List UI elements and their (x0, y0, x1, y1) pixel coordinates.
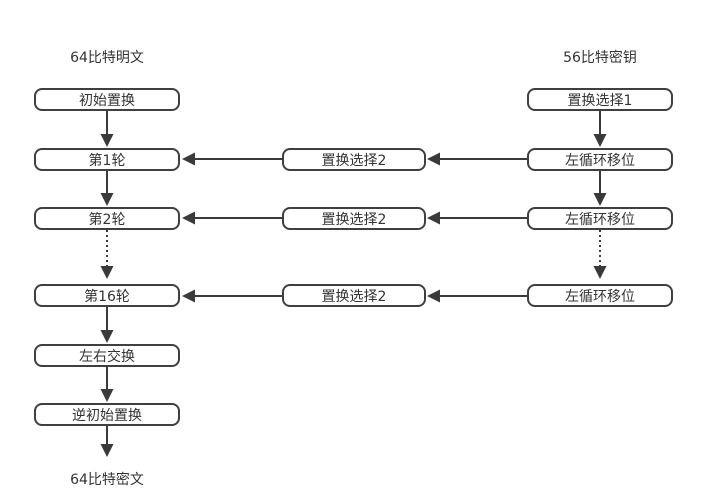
label-ciphertext: 64比特密文 (70, 472, 144, 488)
arrow-round2-to-round16-dotted (100, 230, 114, 279)
node-round-16: 第16轮 (34, 284, 180, 307)
node-permuted-choice-2-row1: 置换选择2 (282, 148, 426, 171)
arrow-shift2-to-shift3-dotted (593, 230, 607, 279)
node-permuted-choice-2-row2: 置换选择2 (282, 207, 426, 230)
arrow-pc2-to-round1 (182, 152, 282, 166)
label-plaintext: 64比特明文 (70, 50, 144, 66)
arrow-shift2-to-pc2-row2 (427, 211, 527, 225)
node-left-circular-shift-3: 左循环移位 (527, 284, 673, 307)
node-left-circular-shift-2: 左循环移位 (527, 207, 673, 230)
node-permuted-choice-2-row3: 置换选择2 (282, 284, 426, 307)
node-swap-left-right: 左右交换 (34, 344, 180, 367)
arrow-swap-to-inverse (100, 367, 114, 402)
node-permuted-choice-1: 置换选择1 (527, 88, 673, 111)
label-key: 56比特密钥 (563, 50, 637, 66)
arrow-shift3-to-pc2-row3 (427, 289, 527, 303)
node-inverse-initial-permutation: 逆初始置换 (34, 403, 180, 426)
node-left-circular-shift-1: 左循环移位 (527, 148, 673, 171)
arrow-round1-to-round2 (100, 171, 114, 206)
arrow-pc2-to-round2 (182, 211, 282, 225)
arrow-shift1-to-shift2 (593, 171, 607, 206)
arrow-pc2-to-round16 (182, 289, 282, 303)
node-round-1: 第1轮 (34, 148, 180, 171)
node-initial-permutation: 初始置换 (34, 88, 180, 111)
arrow-round16-to-swap (100, 307, 114, 343)
arrow-shift1-to-pc2-row1 (427, 152, 527, 166)
arrow-initial-to-round1 (100, 111, 114, 147)
arrow-inverse-to-ciphertext (100, 426, 114, 457)
arrow-pc1-to-shift1 (593, 111, 607, 147)
node-round-2: 第2轮 (34, 207, 180, 230)
